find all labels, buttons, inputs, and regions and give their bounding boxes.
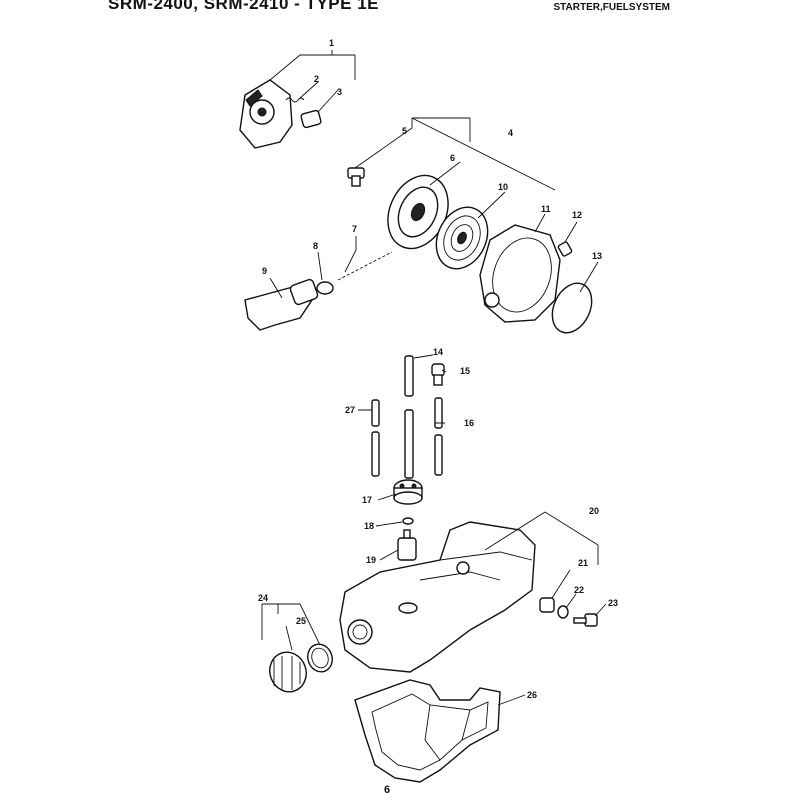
pawl-spring <box>285 97 305 103</box>
handle-9 <box>244 278 319 331</box>
callout-18: 18 <box>364 521 374 531</box>
grommet-17 <box>393 479 423 505</box>
callout-23: 23 <box>608 598 618 608</box>
callout-20: 20 <box>589 506 599 516</box>
fuel-filter-19 <box>397 529 417 561</box>
bolt-23 <box>573 613 598 627</box>
page-number: 6 <box>384 784 391 796</box>
callout-21: 21 <box>578 558 588 568</box>
gasket-13 <box>551 282 593 334</box>
callout-9: 9 <box>262 266 267 276</box>
callout-26: 26 <box>527 690 537 700</box>
fuel-cap-24 <box>269 651 307 693</box>
section-title: STARTER,FUELSYSTEM <box>553 2 670 13</box>
fuel-tank-20 <box>339 521 536 673</box>
rope-7 <box>337 251 393 281</box>
callout-7: 7 <box>352 224 357 234</box>
pawl <box>300 109 322 129</box>
callout-13: 13 <box>592 251 602 261</box>
callout-1: 1 <box>329 38 334 48</box>
callout-2: 2 <box>314 74 319 84</box>
fuel-filter-cap-15 <box>431 363 445 386</box>
guard-26 <box>354 679 501 783</box>
callout-16: 16 <box>464 418 474 428</box>
callout-27: 27 <box>345 405 355 415</box>
callout-3: 3 <box>337 87 342 97</box>
callout-24: 24 <box>258 593 268 603</box>
callout-10: 10 <box>498 182 508 192</box>
fuel-pipe-27 <box>371 399 380 477</box>
page-title: SRM-2400, SRM-2410 - TYPE 1E <box>108 0 379 13</box>
spring-10 <box>435 206 489 270</box>
rope-guide-8 <box>316 281 334 295</box>
spacer-21 <box>539 597 555 613</box>
callout-15: 15 <box>460 366 470 376</box>
cap-gasket-25 <box>307 643 333 673</box>
callout-14: 14 <box>433 347 443 357</box>
callout-25: 25 <box>296 616 306 626</box>
washer-22 <box>557 605 569 619</box>
bolt-12 <box>557 241 573 257</box>
callout-19: 19 <box>366 555 376 565</box>
starter-case-11 <box>479 224 561 323</box>
callout-22: 22 <box>574 585 584 595</box>
callout-4: 4 <box>508 128 513 138</box>
callout-11: 11 <box>541 204 551 214</box>
callout-6: 6 <box>450 153 455 163</box>
callout-8: 8 <box>313 241 318 251</box>
callout-17: 17 <box>362 495 372 505</box>
washer-18 <box>402 517 414 525</box>
starter-pulley <box>239 79 293 149</box>
leader-lines <box>261 50 607 706</box>
fuel-pipe-14 <box>404 355 414 479</box>
callout-labels: 1 2 3 4 5 6 7 8 9 10 11 12 13 14 15 16 1… <box>258 38 618 700</box>
callout-5: 5 <box>402 126 407 136</box>
bolt-5 <box>347 167 365 187</box>
callout-12: 12 <box>572 210 582 220</box>
fuel-pipe-16 <box>434 397 443 476</box>
